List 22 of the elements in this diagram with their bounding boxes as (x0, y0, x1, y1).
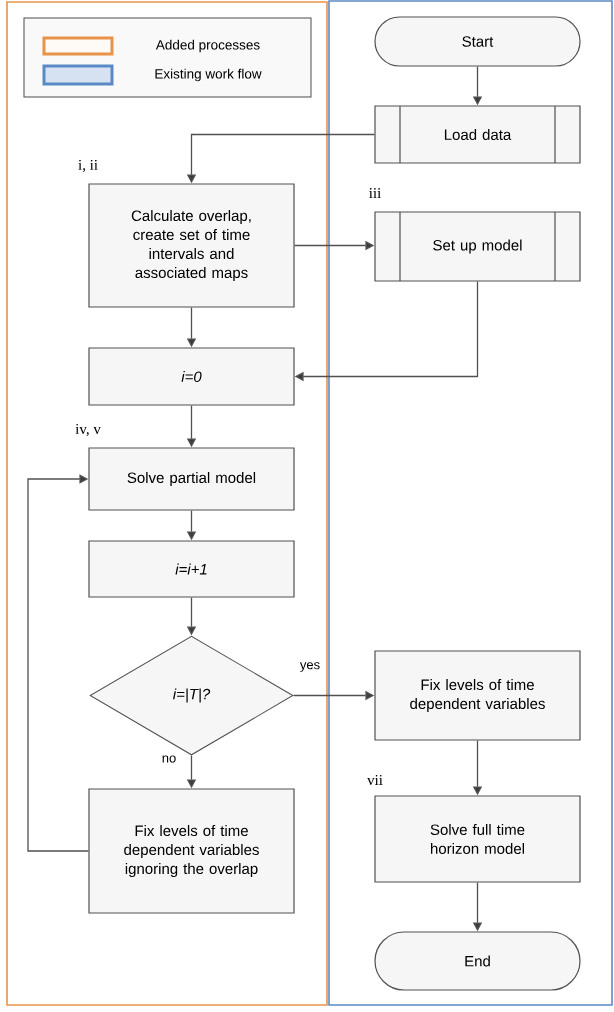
process-box: Solve full time horizon model (374, 795, 581, 883)
legend-text: Existing work flow (155, 68, 262, 82)
terminal-box: Start (374, 16, 581, 67)
lane-box (6, 1, 328, 1006)
edge-label: no (160, 754, 178, 764)
process-box: Solve partial model (88, 447, 295, 511)
process-box: Fix levels of time dependent variables (374, 650, 581, 741)
subprocess-box: Set up model (374, 211, 581, 282)
step-number: vii (367, 774, 383, 786)
arrow (27, 474, 90, 852)
step-number: iv, v (75, 423, 101, 437)
subprocess-box: Load data (374, 105, 581, 164)
terminal-box: End (374, 931, 581, 991)
process-box: i=0 (88, 347, 295, 406)
legend-text: Added processes (155, 39, 260, 53)
lane-box (328, 0, 613, 1006)
process-box: Calculate overlap, create set of time intervals and associated maps (88, 183, 295, 308)
step-number: iii (369, 188, 381, 198)
edge-label: yes (298, 661, 322, 673)
process-box: Fix levels of time dependent variables ignoring the overlap (88, 788, 295, 914)
process-box: i=i+1 (88, 540, 295, 598)
step-number: i, ii (78, 159, 98, 173)
